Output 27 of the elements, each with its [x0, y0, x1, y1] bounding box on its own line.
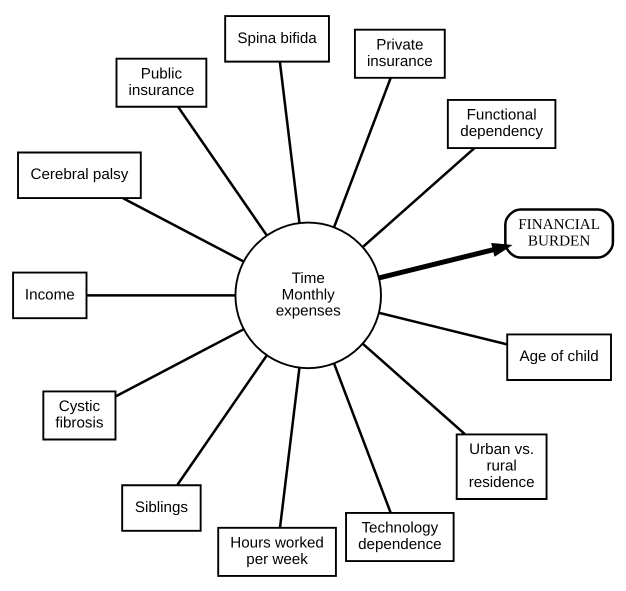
connector	[122, 196, 244, 262]
arrow	[378, 242, 513, 280]
node-box: Hours worked per week	[217, 526, 337, 576]
node-box: Age of child	[506, 332, 612, 380]
node-box: Cystic fibrosis	[42, 390, 116, 440]
connector	[332, 76, 392, 228]
node-box: Urban vs. rural residence	[456, 433, 548, 500]
connector	[278, 61, 301, 223]
node-box: Siblings	[121, 484, 202, 532]
node-box: Public insurance	[116, 57, 208, 108]
node-box: Functional dependency	[446, 98, 556, 148]
connector	[332, 362, 392, 513]
connector	[176, 354, 268, 486]
connector	[278, 368, 301, 528]
node-box: Income	[12, 271, 88, 319]
node-circle: Time Monthly expenses	[234, 221, 382, 369]
connector	[86, 294, 236, 296]
node-box: Technology dependence	[345, 511, 455, 562]
node-box: Cerebral palsy	[17, 151, 142, 199]
connector	[362, 146, 476, 248]
node-box: Private insurance	[354, 28, 446, 78]
connector	[115, 328, 244, 398]
node-box: Spina bifida	[224, 14, 330, 62]
connector	[378, 311, 508, 346]
connector	[177, 106, 268, 236]
node-box: FINANCIAL BURDEN	[504, 208, 614, 258]
connector	[362, 342, 466, 435]
